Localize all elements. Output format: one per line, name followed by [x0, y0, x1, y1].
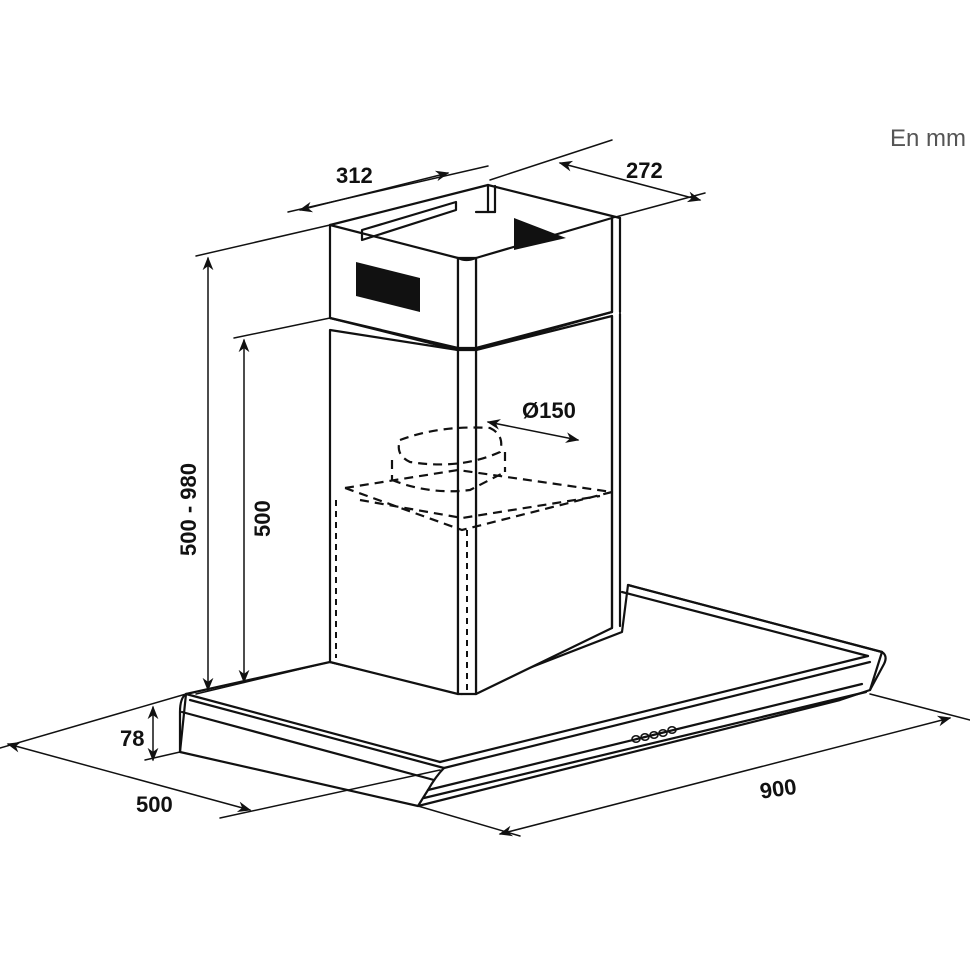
dim-chimney-depth: 272 [626, 158, 663, 183]
unit-note: En mm [890, 125, 966, 152]
dimension-lines [0, 139, 970, 837]
dim-duct-diameter: Ø150 [522, 398, 576, 423]
dim-chimney-height: 500 [250, 500, 275, 537]
duct-outlet [344, 426, 613, 532]
dim-chimney-width: 312 [336, 163, 373, 188]
dim-total-height-range: 500 - 980 [176, 463, 201, 556]
vent-opening-left [356, 262, 420, 312]
chimney-lower-section [328, 312, 622, 696]
dim-canopy-thickness: 78 [120, 726, 144, 751]
dim-canopy-depth: 500 [136, 792, 173, 817]
vent-opening-right [514, 218, 566, 250]
dim-canopy-width: 900 [758, 774, 798, 804]
chimney-upper-section [328, 183, 622, 352]
